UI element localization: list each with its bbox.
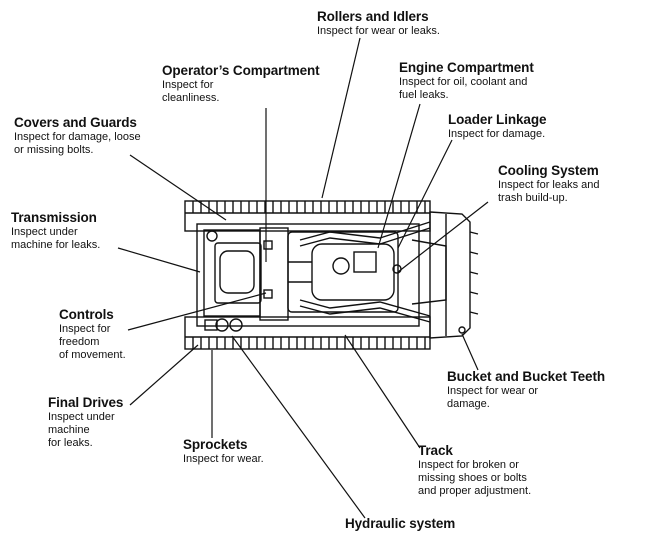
rollers-idlers-label: Rollers and Idlers Inspect for wear or l… [317,9,440,38]
bucket-drawing [429,211,479,339]
final-drives-title: Final Drives [48,395,124,410]
loader-linkage-drawing [299,221,447,323]
transmission-desc: Inspect under machine for leaks. [11,225,101,251]
cooling-system-label: Cooling System Inspect for leaks and tra… [498,163,600,205]
lower-track [184,316,431,350]
covers-guards-label: Covers and Guards Inspect for damage, lo… [14,115,141,157]
engine-compartment-desc: Inspect for oil, coolant and fuel leaks. [399,75,528,101]
track-title: Track [418,443,453,458]
loader-linkage-title: Loader Linkage [448,112,547,127]
bucket-teeth-label: Bucket and Bucket Teeth Inspect for wear… [447,369,605,411]
transmission-title: Transmission [11,210,97,225]
controls-label: Controls Inspect for freedom of movement… [59,307,126,362]
final-drives-desc: Inspect under machine for leaks. [48,410,115,449]
bucket-teeth-title: Bucket and Bucket Teeth [447,369,605,384]
sprockets-desc: Inspect for wear. [183,452,264,465]
leader-lines [117,37,489,519]
controls-desc: Inspect for freedom of movement. [59,322,126,361]
operator-compartment-label: Operator’s Compartment Inspect for clean… [162,63,320,105]
sprockets-title: Sprockets [183,437,248,452]
sprockets-label: Sprockets Inspect for wear. [183,437,264,466]
track-label: Track Inspect for broken or missing shoe… [418,443,531,498]
operator-compartment-desc: Inspect for cleanliness. [162,78,220,104]
loader-linkage-desc: Inspect for damage. [448,127,546,140]
controls-title: Controls [59,307,114,322]
operator-compartment-title: Operator’s Compartment [162,63,320,78]
hydraulic-system-label: Hydraulic system [345,516,455,532]
cooling-system-title: Cooling System [498,163,599,178]
covers-guards-desc: Inspect for damage, loose or missing bol… [14,130,141,156]
hydraulic-system-title: Hydraulic system [345,516,456,531]
track-desc: Inspect for broken or missing shoes or b… [418,458,532,497]
covers-guards-title: Covers and Guards [14,115,137,130]
cooling-system-desc: Inspect for leaks and trash build-up. [498,178,600,204]
transmission-label: Transmission Inspect under machine for l… [11,210,100,252]
upper-track [184,200,431,232]
rollers-idlers-title: Rollers and Idlers [317,9,429,24]
final-drives-label: Final Drives Inspect under machine for l… [48,395,123,450]
loader-linkage-label: Loader Linkage Inspect for damage. [448,112,546,141]
bucket-teeth-desc: Inspect for wear or damage. [447,384,539,410]
rollers-idlers-desc: Inspect for wear or leaks. [317,24,440,37]
engine-compartment-title: Engine Compartment [399,60,534,75]
machine-body [196,223,420,332]
engine-compartment-label: Engine Compartment Inspect for oil, cool… [399,60,534,102]
